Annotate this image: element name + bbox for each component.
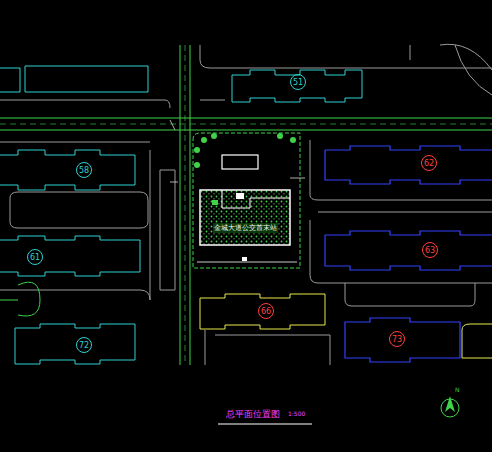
callout-number: 66 — [261, 307, 271, 316]
site-box: 金城大道公交首末站 — [200, 190, 290, 245]
callout-number: 72 — [79, 341, 89, 350]
callout-number: 73 — [392, 335, 402, 344]
drawing-title: 总平面位置图 — [226, 408, 280, 421]
callout-number: 51 — [293, 78, 303, 87]
north-label: N — [455, 386, 460, 393]
building-number: 73 — [389, 331, 405, 347]
building-number: 66 — [258, 303, 274, 319]
callout-number: 62 — [424, 159, 434, 168]
building-number: 61 — [27, 249, 43, 265]
callout-number: 61 — [30, 253, 40, 262]
building-number: 72 — [76, 337, 92, 353]
building-number: 63 — [422, 242, 438, 258]
callout-number: 58 — [79, 166, 89, 175]
callout-number: 63 — [425, 246, 435, 255]
building-number: 51 — [290, 74, 306, 90]
scale-label: 1:500 — [288, 410, 305, 417]
building-number: 62 — [421, 155, 437, 171]
building-number: 58 — [76, 162, 92, 178]
site-label: 金城大道公交首末站 — [213, 223, 278, 233]
